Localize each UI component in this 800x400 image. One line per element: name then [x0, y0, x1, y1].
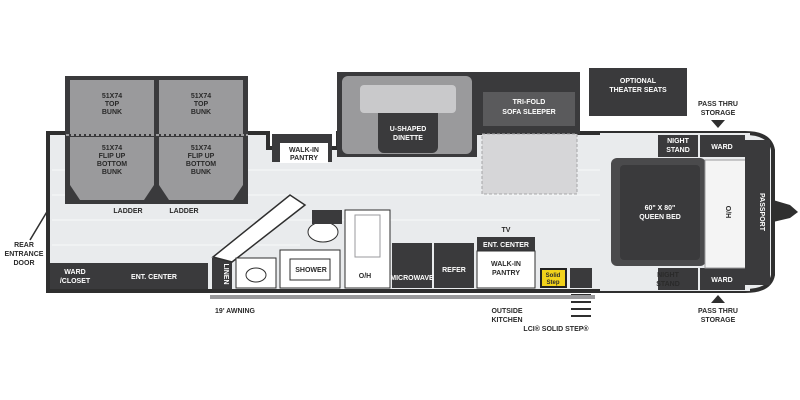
tv-label: TV	[502, 227, 511, 234]
bottom-bunk-right: 51X74 FLIP UP BOTTOM BUNK	[186, 145, 216, 176]
svg-text:Solid: Solid	[546, 273, 561, 279]
ladder-left-label: LADDER	[113, 208, 142, 215]
svg-text:51X74: 51X74	[191, 145, 211, 152]
svg-text:PASS THRU: PASS THRU	[698, 101, 738, 108]
dinette-slide	[337, 72, 477, 157]
svg-text:THEATER SEATS: THEATER SEATS	[609, 87, 667, 94]
svg-text:TRI-FOLD: TRI-FOLD	[513, 99, 546, 106]
bathroom	[211, 194, 342, 289]
svg-text:WALK-IN: WALK-IN	[491, 261, 521, 268]
brand-logo-text: PASSPORT	[758, 193, 765, 232]
svg-text:WARD: WARD	[64, 269, 85, 276]
svg-text:BUNK: BUNK	[102, 169, 122, 176]
svg-text:WALK-IN: WALK-IN	[289, 147, 319, 154]
pass-thru-storage-top: PASS THRU STORAGE	[698, 101, 738, 128]
svg-text:FLIP UP: FLIP UP	[99, 153, 126, 160]
svg-text:BUNK: BUNK	[191, 109, 211, 116]
svg-text:DINETTE: DINETTE	[393, 135, 423, 142]
night-stand-bottom: NIGHT STAND	[656, 272, 680, 288]
svg-text:LINEN: LINEN	[222, 264, 229, 285]
rear-entrance-door: REAR ENTRANCE DOOR	[5, 209, 49, 267]
svg-text:ENTRANCE: ENTRANCE	[5, 251, 44, 258]
bedroom	[600, 133, 770, 291]
svg-text:ENT. CENTER: ENT. CENTER	[131, 274, 177, 281]
svg-text:STAND: STAND	[666, 147, 690, 154]
svg-text:STORAGE: STORAGE	[701, 110, 736, 117]
svg-text:PASS THRU: PASS THRU	[698, 308, 738, 315]
svg-text:REAR: REAR	[14, 242, 34, 249]
theater-seats: OPTIONAL THEATER SEATS	[589, 68, 687, 116]
svg-text:51X74: 51X74	[191, 93, 211, 100]
svg-text:51X74: 51X74	[102, 93, 122, 100]
svg-text:BOTTOM: BOTTOM	[186, 161, 216, 168]
ladder-right-label: LADDER	[169, 208, 198, 215]
svg-text:51X74: 51X74	[102, 145, 122, 152]
top-bunk-right: 51X74 TOP BUNK	[191, 93, 211, 116]
svg-text:TOP: TOP	[105, 101, 120, 108]
svg-text:TOP: TOP	[194, 101, 209, 108]
svg-text:BUNK: BUNK	[191, 169, 211, 176]
svg-text:/CLOSET: /CLOSET	[60, 278, 91, 285]
svg-text:NIGHT: NIGHT	[657, 272, 680, 279]
sink-icon	[245, 267, 267, 283]
svg-text:U-SHAPED: U-SHAPED	[390, 126, 427, 133]
linen: LINEN	[212, 258, 232, 289]
arrow-up-icon	[711, 295, 725, 303]
svg-text:FLIP UP: FLIP UP	[188, 153, 215, 160]
ent-center-rear: ENT. CENTER	[100, 263, 208, 289]
lci-solid-step-label: LCI® SOLID STEP®	[523, 325, 589, 333]
sofa-sleeper: TRI-FOLD SOFA SLEEPER	[477, 72, 580, 195]
pass-thru-storage-bottom: PASS THRU STORAGE	[698, 295, 738, 324]
night-stand-top: NIGHT STAND	[666, 138, 690, 154]
svg-text:Step: Step	[546, 280, 559, 286]
svg-text:ENT. CENTER: ENT. CENTER	[483, 242, 529, 249]
kitchen	[344, 209, 474, 289]
shower-label: SHOWER	[295, 267, 327, 274]
svg-text:STORAGE: STORAGE	[701, 317, 736, 324]
arrow-down-icon	[711, 120, 725, 128]
svg-text:SOFA SLEEPER: SOFA SLEEPER	[502, 109, 555, 116]
bottom-bunk-left: 51X74 FLIP UP BOTTOM BUNK	[97, 145, 127, 176]
svg-text:BOTTOM: BOTTOM	[97, 161, 127, 168]
hitch	[773, 200, 798, 222]
svg-text:QUEEN BED: QUEEN BED	[639, 214, 681, 221]
svg-text:STAND: STAND	[656, 281, 680, 288]
top-bunk-left: 51X74 TOP BUNK	[102, 93, 122, 116]
bedroom-oh-label: O/H	[724, 206, 731, 218]
svg-text:OPTIONAL: OPTIONAL	[620, 78, 657, 85]
kitchen-oh-label: O/H	[359, 273, 371, 280]
ent-center-mid: ENT. CENTER	[477, 237, 535, 251]
bunk-slide	[65, 76, 248, 204]
ward-closet: WARD /CLOSET	[50, 263, 100, 289]
walk-in-pantry-top: WALK-IN PANTRY	[272, 134, 332, 163]
walk-in-pantry-mid: WALK-IN PANTRY	[476, 250, 536, 289]
toilet-icon	[307, 221, 339, 243]
solid-step-badge: Solid Step	[540, 268, 567, 288]
awning: 19' AWNING	[210, 295, 595, 315]
svg-text:KITCHEN: KITCHEN	[491, 317, 522, 324]
svg-text:NIGHT: NIGHT	[667, 138, 690, 145]
microwave-label: MICROWAVE	[390, 275, 434, 282]
queen-bed: 60" X 80" QUEEN BED	[639, 205, 681, 221]
svg-text:60" X 80": 60" X 80"	[645, 205, 676, 212]
kitchen-sink-icon	[354, 214, 381, 258]
svg-text:BUNK: BUNK	[102, 109, 122, 116]
ward-bottom-label: WARD	[711, 277, 732, 284]
dinette: U-SHAPED DINETTE	[390, 126, 427, 142]
svg-text:PANTRY: PANTRY	[492, 270, 520, 277]
svg-text:PANTRY: PANTRY	[290, 155, 318, 162]
outside-kitchen: OUTSIDE KITCHEN	[491, 308, 522, 324]
svg-text:DOOR: DOOR	[14, 260, 35, 267]
svg-text:OUTSIDE: OUTSIDE	[491, 308, 522, 315]
svg-text:19' AWNING: 19' AWNING	[215, 308, 255, 315]
refer-label: REFER	[442, 267, 466, 274]
ward-top-label: WARD	[711, 144, 732, 151]
